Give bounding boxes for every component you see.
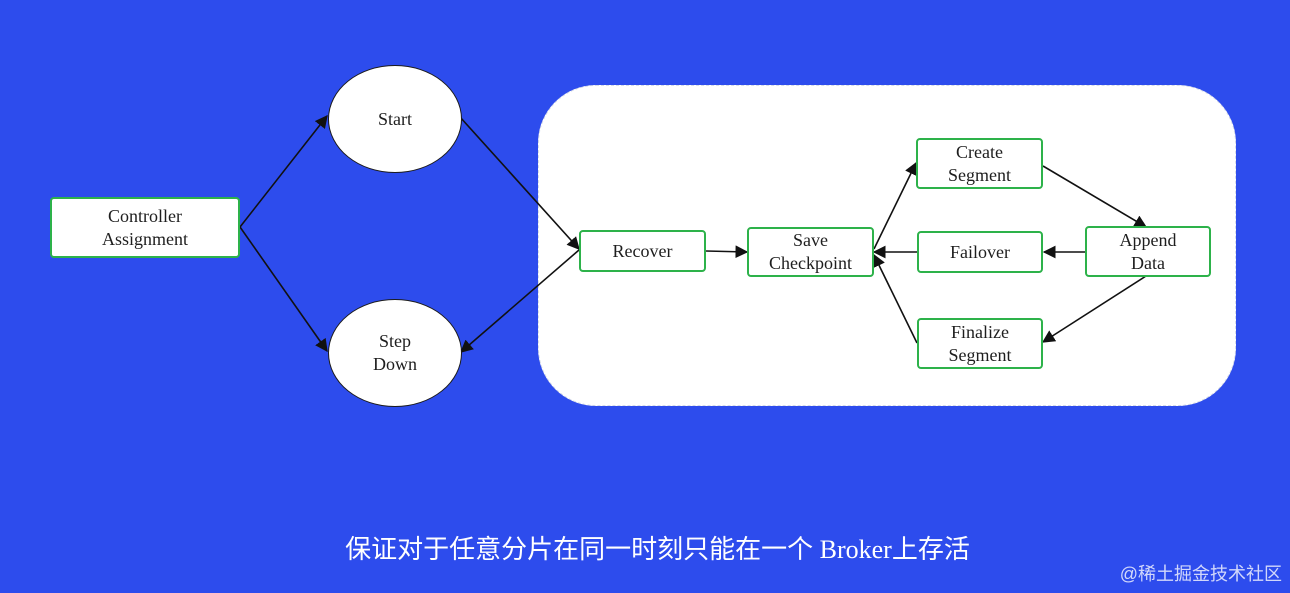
- step-down-node: Step Down: [328, 299, 462, 407]
- recover-node: Recover: [579, 230, 706, 272]
- edge-save-checkpoint-to-create-segment: [873, 161, 917, 250]
- edge-create-segment-to-append-data: [1042, 165, 1148, 228]
- edge-append-data-to-finalize-segment: [1041, 275, 1147, 343]
- save-checkpoint-node: Save Checkpoint: [747, 227, 874, 277]
- edge-controller-to-start: [239, 114, 328, 228]
- edge-recover-to-save-checkpoint: [705, 245, 749, 259]
- append-data-node: Append Data: [1085, 226, 1211, 277]
- create-segment-node: Create Segment: [916, 138, 1043, 189]
- controller-assignment-node: Controller Assignment: [50, 197, 240, 258]
- failover-node: Failover: [917, 231, 1043, 273]
- source-watermark: @稀土掘金技术社区: [1119, 564, 1282, 584]
- start-node: Start: [328, 65, 462, 173]
- diagram-caption: 保证对于任意分片在同一时刻只能在一个 Broker上存活: [345, 535, 970, 564]
- edge-controller-to-step-down: [239, 226, 328, 353]
- edge-start-to-recover: [459, 116, 580, 250]
- edge-recover-to-step-down: [460, 249, 580, 353]
- edge-finalize-segment-to-save-checkpoint: [873, 253, 918, 344]
- finalize-segment-node: Finalize Segment: [917, 318, 1043, 369]
